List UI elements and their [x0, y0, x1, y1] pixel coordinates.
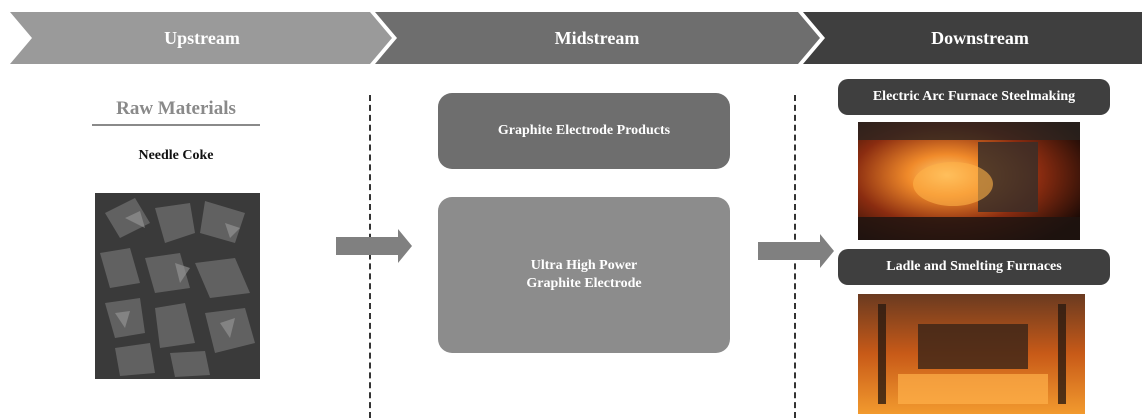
uhp-line2: Graphite Electrode: [526, 276, 642, 291]
divider-upstream-midstream: [369, 95, 371, 418]
uhp-graphite-electrode-box: Ultra High Power Graphite Electrode: [438, 197, 730, 353]
arc-furnace-photo: [858, 122, 1080, 240]
arrow-upstream-to-midstream: [336, 229, 412, 263]
stage-upstream-label: Upstream: [164, 28, 240, 48]
ladle-smelting-label: Ladle and Smelting Furnaces: [838, 249, 1110, 285]
stage-downstream-label: Downstream: [931, 28, 1029, 48]
downstream-chevron: [803, 12, 1142, 64]
uhp-line1: Ultra High Power: [530, 258, 638, 273]
raw-materials-title: Raw Materials: [92, 98, 260, 126]
needle-coke-label: Needle Coke: [138, 148, 214, 163]
needle-coke-image: [95, 193, 260, 379]
upstream-chevron: [10, 12, 392, 64]
stage-midstream-label: Midstream: [554, 28, 640, 48]
ladle-furnace-photo: [858, 294, 1085, 414]
eaf-steelmaking-label: Electric Arc Furnace Steelmaking: [838, 79, 1110, 115]
arrow-midstream-to-downstream: [758, 234, 834, 268]
graphite-electrode-products-label: Graphite Electrode Products: [497, 123, 671, 138]
midstream-chevron: [375, 12, 820, 64]
graphite-electrode-products-box: Graphite Electrode Products: [438, 93, 730, 169]
stage-header: Upstream Midstream Downstream: [0, 12, 1142, 64]
